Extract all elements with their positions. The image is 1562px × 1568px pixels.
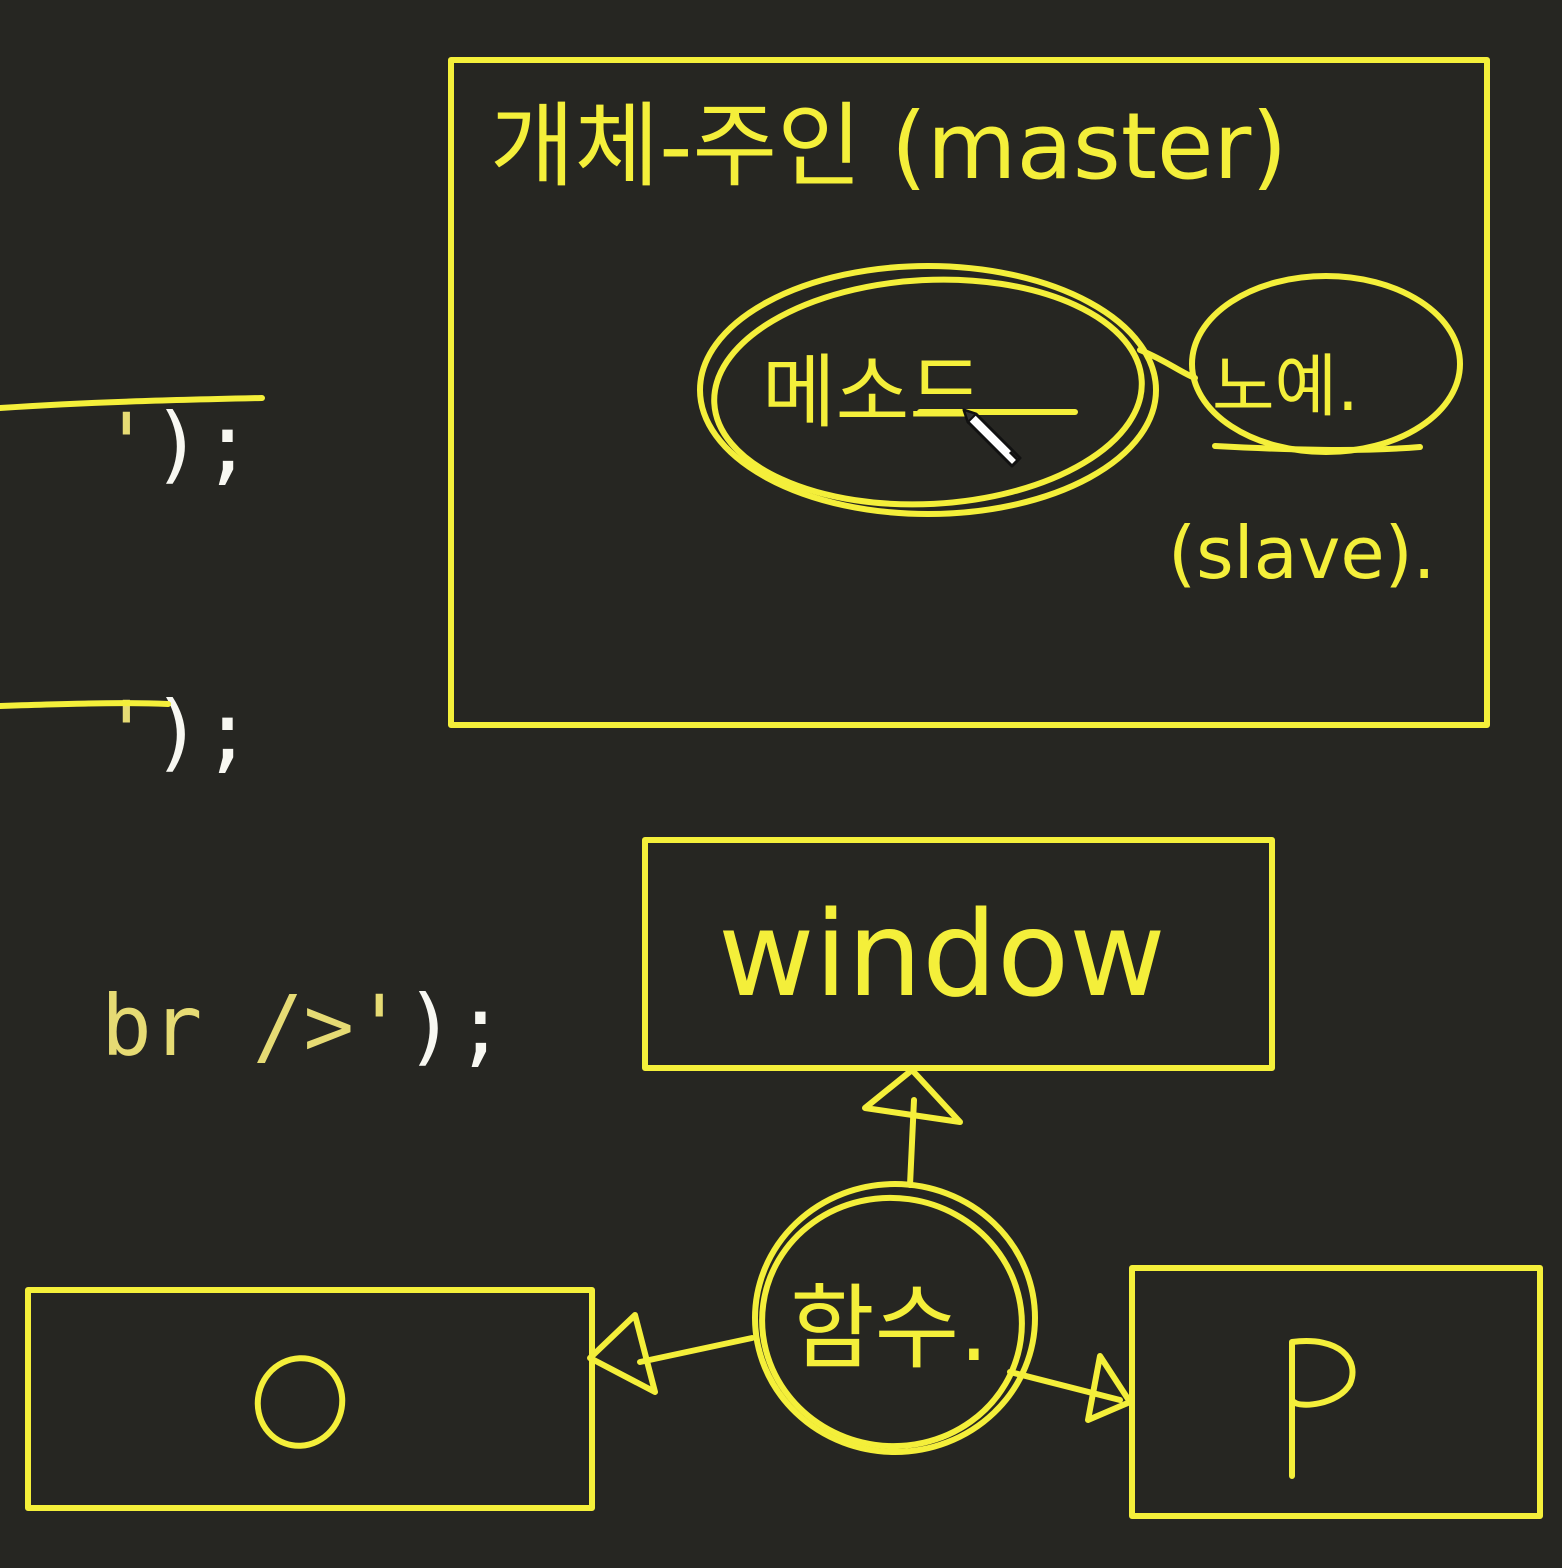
master-box [448,57,1490,728]
pencil-cursor-icon [962,408,1022,468]
letter-o-glyph [254,1355,346,1449]
code-punctuation-token: ); [151,395,253,493]
window-box [642,837,1275,1071]
slave-label: 노예. [1212,348,1359,427]
code-fragment-1: '); [101,395,253,493]
code-fragment-3: br />'); [101,977,506,1075]
arrow-to-right-shaft [1007,1369,1123,1403]
arrow-to-left-shaft [637,1335,755,1365]
method-ellipse [697,263,1159,517]
left-box [25,1287,595,1511]
master-title: 개체-주인 (master) [490,93,1287,200]
function-circle [752,1181,1038,1455]
code-underline-1 [0,395,265,411]
function-circle-inner [759,1194,1025,1450]
code-underline-2 [0,700,171,709]
function-label: 함수. [790,1275,989,1382]
code-line-3: br />'); [0,900,506,1068]
letter-p-glyph [1289,1338,1356,1479]
code-punctuation-token: ); [404,977,506,1075]
method-slave-link [1137,347,1198,381]
method-ellipse-inner [711,276,1145,508]
arrow-to-left-head [587,1312,658,1395]
code-string-token: br />' [101,977,405,1075]
code-string-token: ' [101,395,152,493]
slave-underline [1212,443,1423,453]
arrow-to-right-head [1085,1353,1133,1423]
slave-english-label: (slave). [1168,511,1436,595]
right-box [1129,1265,1543,1519]
method-label: 메소드 [762,346,983,439]
code-line-1: '); [0,318,253,486]
arrow-to-window-head [862,1067,963,1125]
window-label: window [718,885,1166,1023]
